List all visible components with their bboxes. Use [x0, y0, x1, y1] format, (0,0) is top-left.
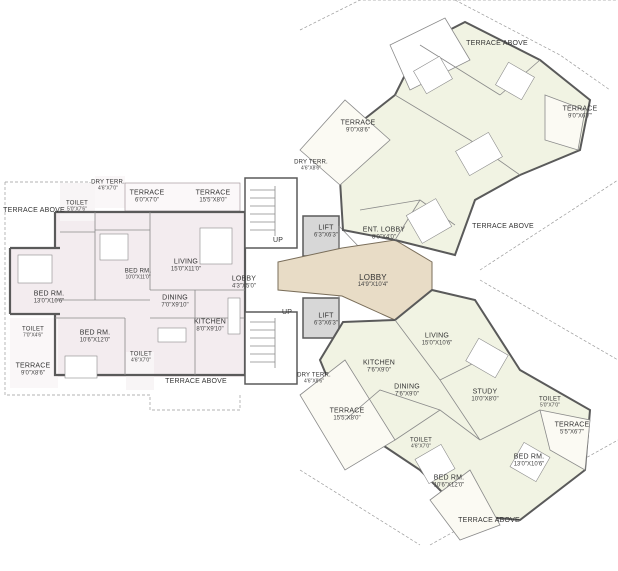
room-label-bedroom: BED RM.13'0"X10'6": [513, 453, 545, 468]
stair-up-label: UP: [272, 236, 284, 244]
core: [244, 177, 433, 385]
room-label-terrace-above-bottom: TERRACE ABOVE: [458, 516, 520, 524]
room-label-terrace-above-side: TERRACE ABOVE: [472, 222, 534, 230]
room-label-dry-terrace: DRY TERR.4'6"X8'6": [294, 159, 328, 172]
lower-right-unit: [299, 288, 592, 541]
left-unit: [8, 176, 247, 390]
room-label-terrace-above-bottom: TERRACE ABOVE: [165, 377, 227, 385]
room-label-bedroom: BED RM.10'6"X12'0": [79, 329, 111, 344]
room-label-bedroom: BED RM.10'6"X12'0": [433, 474, 465, 489]
upper-right-unit: [299, 17, 592, 257]
room-label-terrace-above-left: TERRACE ABOVE: [3, 206, 65, 214]
room-label-bedroom: BED RM.13'0"X10'6": [33, 290, 65, 305]
room-label-dry-terrace: DRY TERR.4'6"X8'6": [297, 372, 331, 385]
room-label-dry-terrace: DRY TERR.4'6"X7'0": [91, 179, 125, 192]
room-label-terrace-above-top: TERRACE ABOVE: [466, 39, 528, 47]
stair-up-label: UP: [281, 308, 293, 316]
room-label-bedroom: BED RM.10'0"X11'0": [124, 268, 152, 281]
